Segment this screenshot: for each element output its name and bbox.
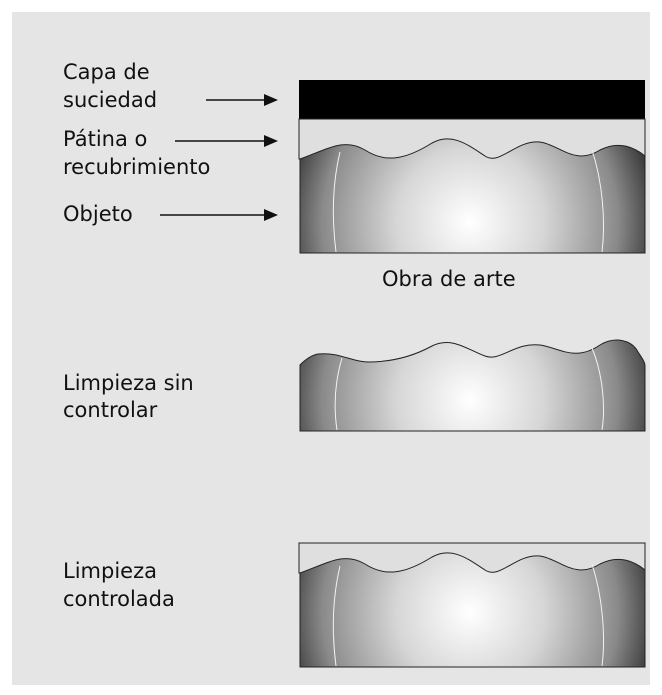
- uncontrolled-object: [299, 339, 646, 432]
- controlled-object: [299, 552, 646, 668]
- controlled-highlight-left: [332, 565, 341, 667]
- artwork-caption: Obra de arte: [382, 267, 516, 291]
- label-controlled-line1: Limpieza: [63, 559, 157, 583]
- label-patina-line2: recubrimiento: [63, 155, 211, 179]
- controlled-highlight-right: [591, 563, 605, 667]
- arrow-patina: [175, 135, 278, 147]
- dirt-layer: [299, 80, 645, 119]
- label-controlled-line2: controlada: [63, 587, 175, 611]
- artwork-stack: [298, 80, 646, 254]
- object-body: [299, 138, 646, 254]
- label-patina-line1: Pátina o: [63, 127, 148, 151]
- label-dirt-line1: Capa de: [63, 60, 150, 84]
- uncontrolled-highlight-right: [591, 347, 604, 431]
- controlled-stack: [298, 542, 646, 668]
- label-uncontrolled-line2: controlar: [63, 398, 158, 422]
- uncontrolled-stack: [299, 339, 646, 432]
- arrow-dirt: [206, 94, 278, 106]
- object-highlight-right: [591, 149, 605, 253]
- uncontrolled-highlight-left: [334, 357, 343, 431]
- label-uncontrolled-line1: Limpieza sin: [63, 371, 194, 395]
- arrow-object: [160, 209, 278, 221]
- object-highlight-left: [332, 151, 341, 253]
- label-dirt-line2: suciedad: [63, 88, 158, 112]
- label-object: Objeto: [63, 202, 133, 226]
